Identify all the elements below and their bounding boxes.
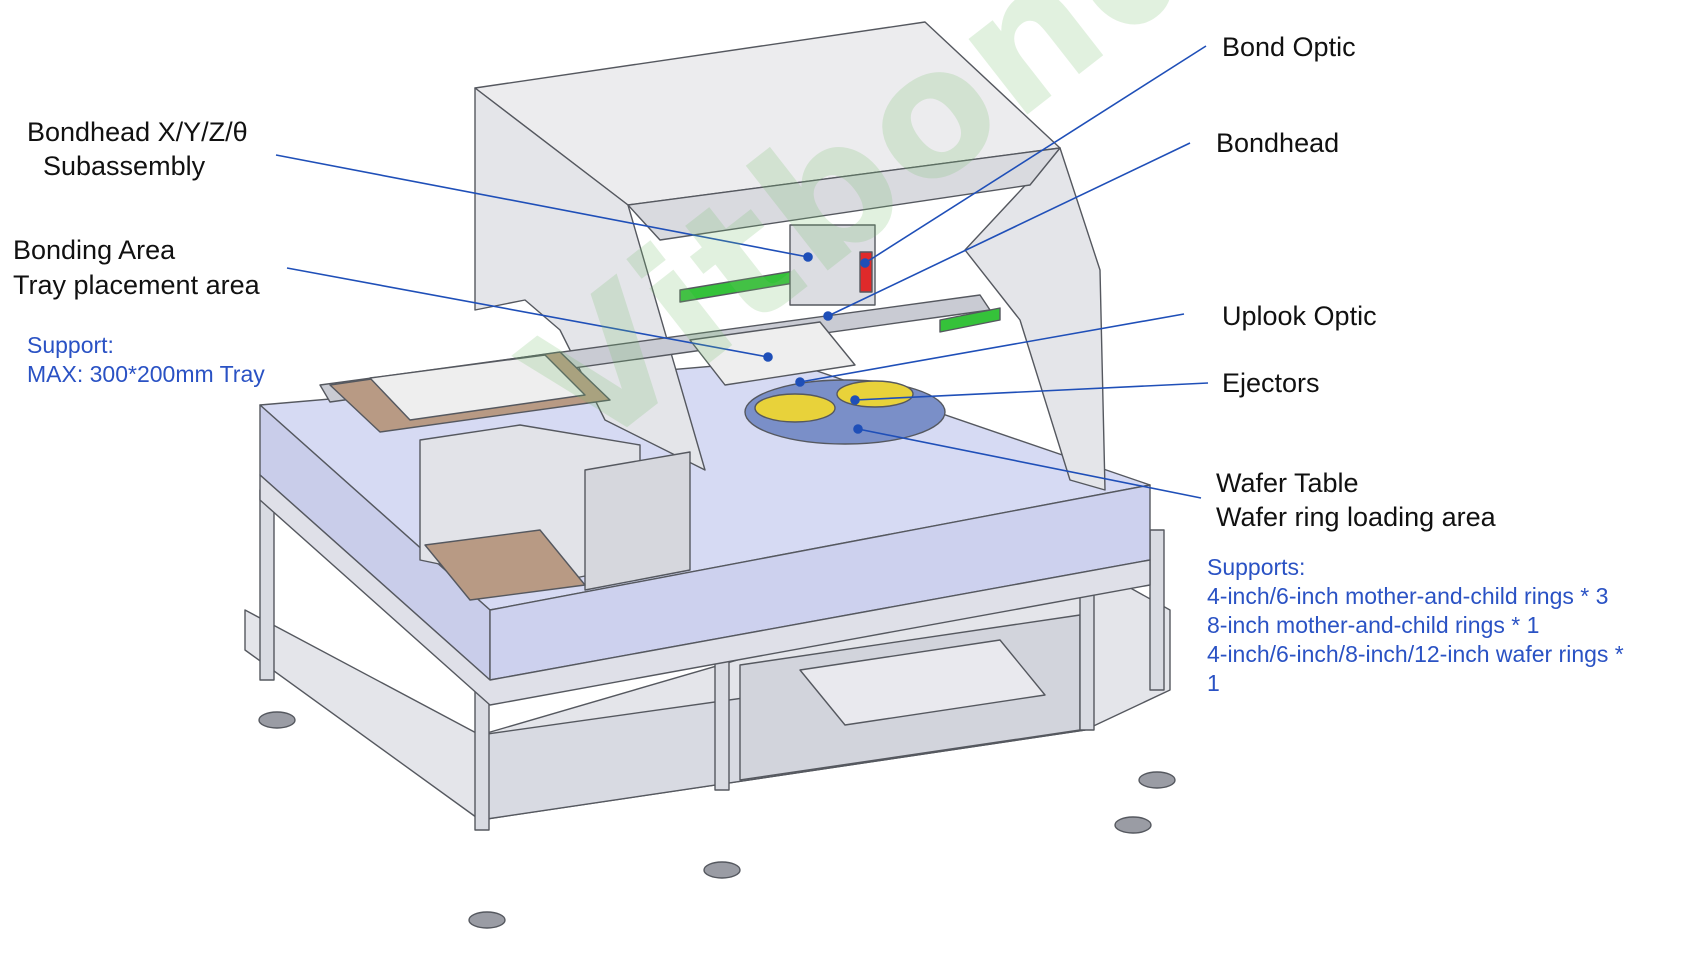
label-bondhead-xyz: Bondhead X/Y/Z/θ bbox=[27, 117, 248, 147]
support-note-line: MAX: 300*200mm Tray bbox=[27, 361, 265, 387]
green-rail bbox=[679, 269, 801, 303]
table-rim bbox=[259, 474, 1151, 706]
frame-post bbox=[259, 489, 275, 681]
label-bonding-area: Bonding Area bbox=[13, 235, 176, 265]
label-wafer-table: Wafer Table bbox=[1216, 468, 1359, 498]
leader-lines bbox=[275, 45, 1209, 499]
wafer-left bbox=[754, 393, 836, 423]
wafer-right bbox=[836, 380, 914, 408]
gantry-front-panel bbox=[627, 147, 1061, 241]
label-bondhead: Bondhead bbox=[1216, 128, 1340, 158]
leader-bondhead bbox=[827, 142, 1191, 317]
supports-note-line: 8-inch mother-and-child rings * 1 bbox=[1207, 612, 1540, 638]
label-ejectors: Ejectors bbox=[1222, 368, 1320, 398]
supports-note-line: 1 bbox=[1207, 670, 1220, 696]
leader-bondhead-xyz bbox=[275, 154, 809, 258]
leader-bonding-area bbox=[286, 267, 769, 358]
supports-note: Supports: 4-inch/6-inch mother-and-child… bbox=[1207, 553, 1624, 698]
perforated-plate bbox=[799, 639, 1046, 726]
leader-uplook-optic bbox=[799, 313, 1185, 383]
tray-grid bbox=[369, 354, 586, 421]
label-wafer-ring-area: Wafer ring loading area bbox=[1216, 502, 1496, 532]
label-uplook-optic: Uplook Optic bbox=[1222, 301, 1377, 331]
label-subassembly: Subassembly bbox=[43, 151, 206, 181]
label-bond-optic: Bond Optic bbox=[1222, 32, 1356, 62]
bondhead-red bbox=[859, 251, 873, 293]
leveling-feet bbox=[258, 711, 1176, 929]
label-tray-area: Tray placement area bbox=[13, 270, 260, 300]
leader-ejectors bbox=[854, 382, 1209, 401]
frame-post bbox=[1149, 529, 1165, 691]
cover-box-side bbox=[584, 451, 691, 591]
support-note-heading: Support: bbox=[27, 332, 114, 358]
support-note: Support: MAX: 300*200mm Tray bbox=[27, 331, 265, 389]
supports-note-heading: Supports: bbox=[1207, 554, 1306, 580]
leader-bond-optic bbox=[864, 45, 1207, 264]
leader-wafer-table bbox=[857, 428, 1202, 499]
supports-note-line: 4-inch/6-inch mother-and-child rings * 3 bbox=[1207, 583, 1609, 609]
tray-center bbox=[689, 321, 856, 386]
lower-tray bbox=[424, 529, 586, 601]
machine-illustration bbox=[244, 21, 1176, 929]
supports-note-line: 4-inch/6-inch/8-inch/12-inch wafer rings… bbox=[1207, 641, 1624, 667]
